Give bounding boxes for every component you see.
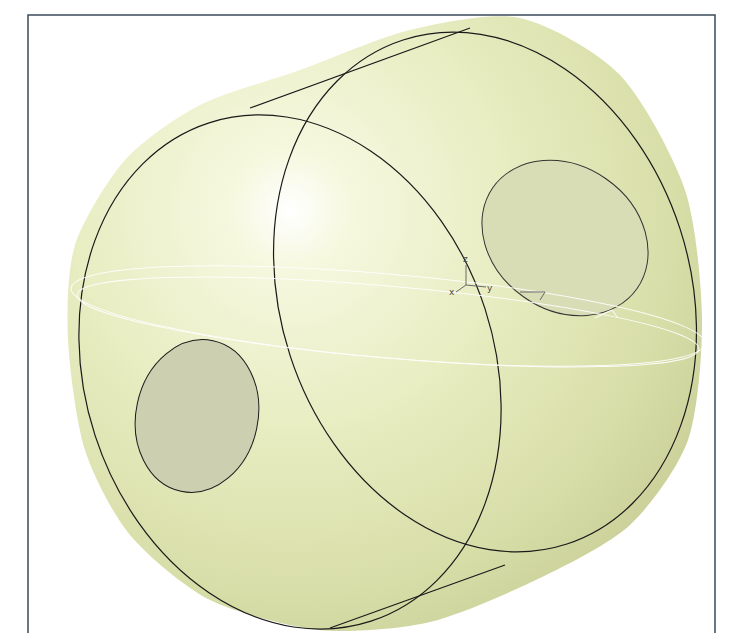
plane-marker — [595, 310, 618, 318]
cap-edge — [14, 59, 566, 633]
hole — [452, 129, 679, 348]
sketch-lines — [68, 246, 709, 385]
axis-label: x — [449, 287, 454, 297]
part-body — [67, 16, 702, 631]
edge-lines — [14, 0, 735, 633]
axis-line — [456, 285, 466, 292]
tangent-edge — [250, 28, 470, 108]
axis-line — [466, 285, 486, 287]
sketch-ellipse — [74, 259, 702, 385]
axis-line — [466, 265, 467, 285]
hole — [121, 328, 272, 504]
axis-label: z — [463, 254, 468, 264]
axis-label: y — [487, 283, 492, 293]
frame-border — [28, 15, 715, 633]
cap-edge — [208, 0, 735, 607]
sketch-ellipse — [68, 246, 709, 385]
axis-triad — [456, 265, 618, 318]
tangent-edge — [330, 565, 505, 628]
frame — [28, 15, 715, 633]
plane-marker — [520, 292, 545, 300]
